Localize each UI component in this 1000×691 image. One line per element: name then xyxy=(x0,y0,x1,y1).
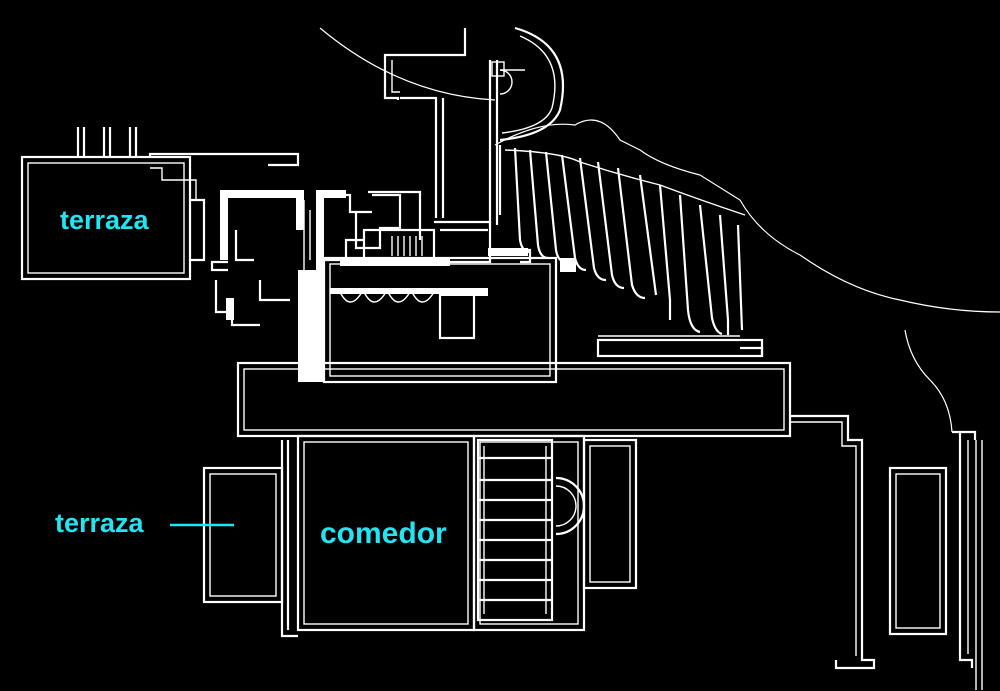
terrain-lines xyxy=(319,27,1000,433)
central-block xyxy=(210,190,576,327)
label-terrace-lower: terraza xyxy=(55,508,145,538)
room-labels: terraza terraza comedor xyxy=(55,205,447,550)
far-east-walls xyxy=(790,414,983,690)
label-terrace-upper: terraza xyxy=(60,205,150,235)
retaining-walls xyxy=(498,145,746,336)
north-core xyxy=(383,26,565,225)
upper-terrace xyxy=(20,127,300,281)
lower-terrace xyxy=(202,466,284,604)
label-dining: comedor xyxy=(320,517,447,550)
hatch-stair xyxy=(476,438,586,622)
east-wing xyxy=(596,335,764,358)
stair-treads xyxy=(391,236,423,256)
window-arcs xyxy=(339,291,435,303)
dining-east-flank xyxy=(582,438,638,590)
